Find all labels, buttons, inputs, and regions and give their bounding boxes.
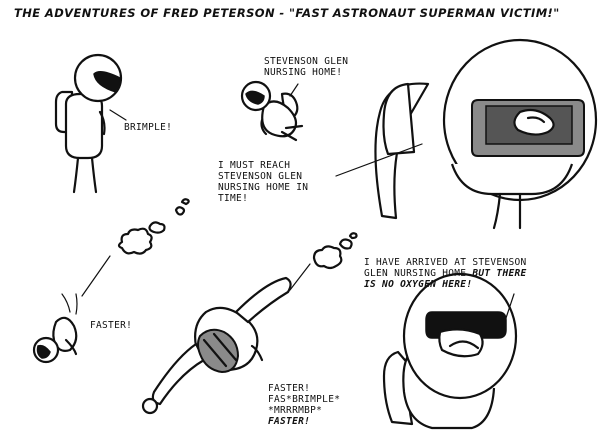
astronaut-no-oxygen: [382, 272, 518, 430]
caption-faster-1: FASTER!: [90, 320, 133, 331]
astronaut-closeup-large: [374, 38, 598, 230]
smoke-trail-1: [81, 198, 190, 297]
caption-brimple: BRIMPLE!: [124, 122, 173, 133]
smoke-trail-2: [289, 232, 358, 291]
caption-faster-2-end: FASTER!: [268, 416, 311, 427]
caption-must-reach: I MUST REACH STEVENSON GLEN NURSING HOME…: [218, 160, 309, 204]
astronaut-flying-fast: [141, 276, 292, 415]
caption-arrived-plain: I HAVE ARRIVED AT STEVENSON GLEN NURSING…: [364, 257, 527, 279]
caption-arrived: I HAVE ARRIVED AT STEVENSON GLEN NURSING…: [364, 246, 527, 290]
astronaut-diving-small: [32, 293, 78, 364]
caption-nursing-home: STEVENSON GLEN NURSING HOME!: [264, 56, 349, 78]
comic-title: THE ADVENTURES OF FRED PETERSON - "FAST …: [14, 6, 560, 20]
astronaut-standing: [54, 53, 123, 194]
caption-arrived-bold: BUT THERE IS NO OXYGEN HERE!: [364, 268, 527, 290]
caption-faster-2-lines: FASTER! FAS*BRIMPLE* *MRRRMBP*: [268, 383, 341, 416]
astronaut-flying-small: [240, 80, 304, 142]
caption-faster-2: FASTER! FAS*BRIMPLE* *MRRRMBP* FASTER!: [268, 372, 340, 438]
